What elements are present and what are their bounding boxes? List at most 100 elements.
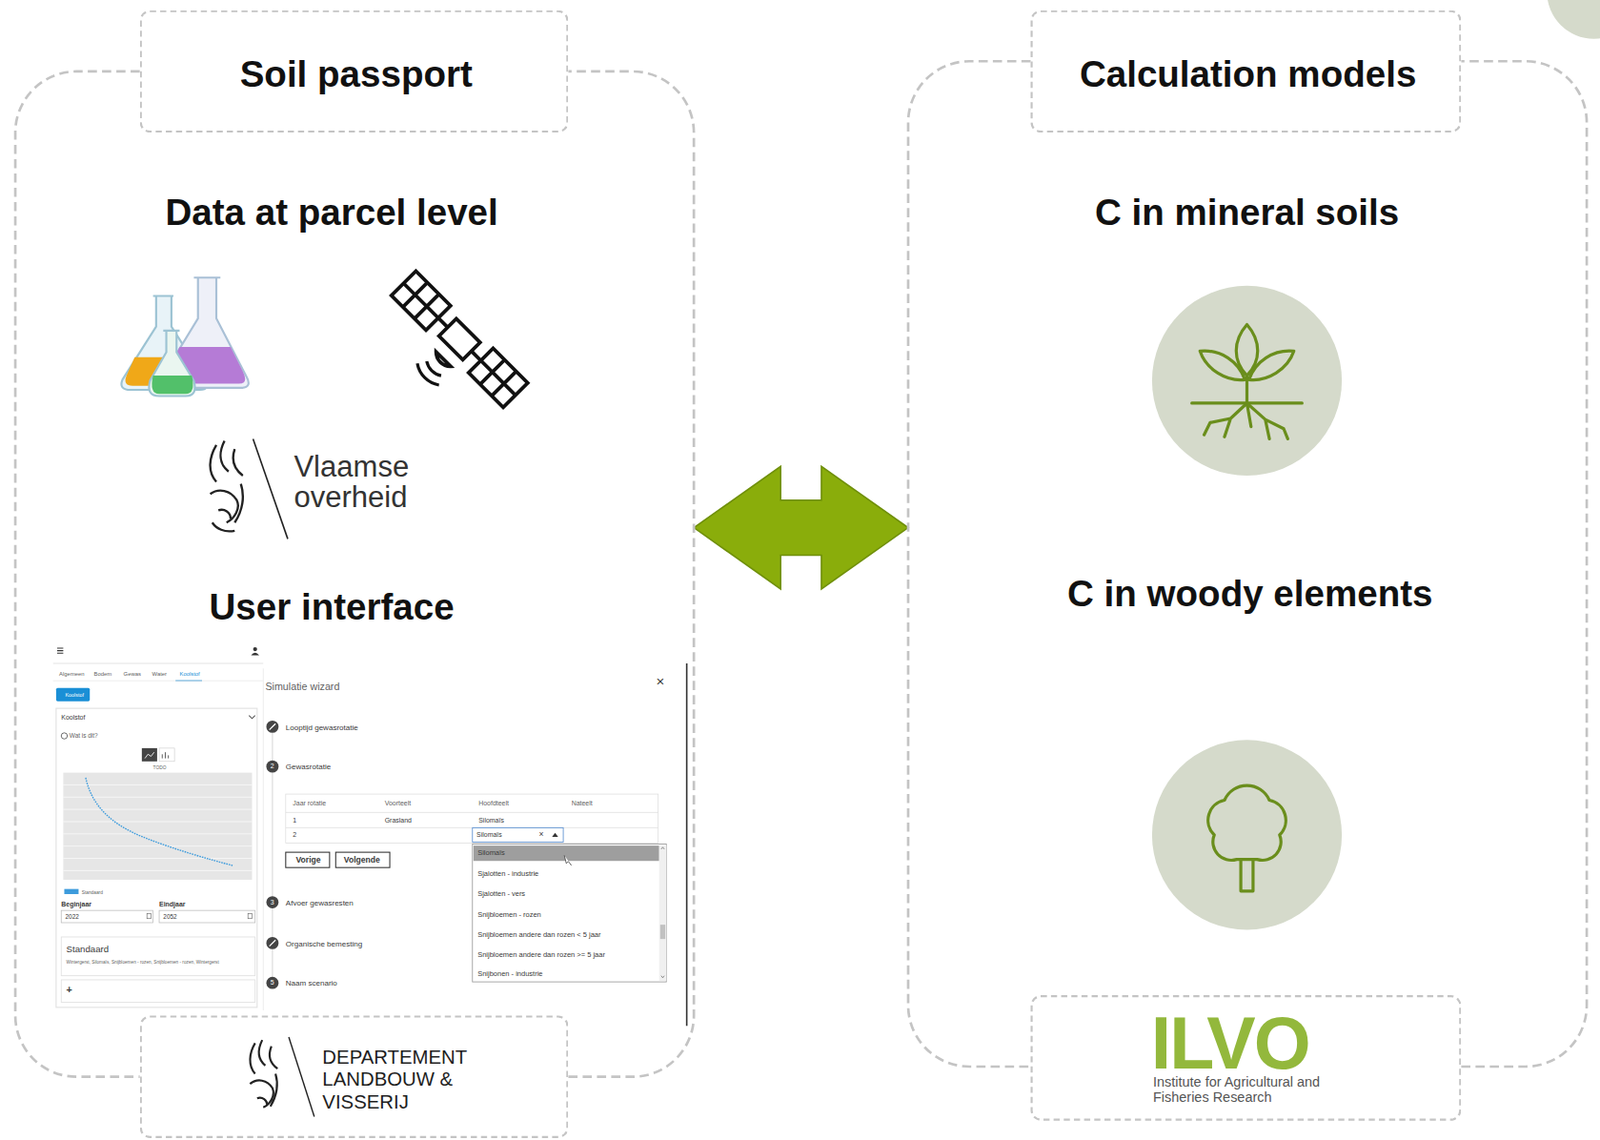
screenshot-text: Grasland: [384, 816, 412, 825]
soil-carbon-icon-part-part: [1199, 350, 1245, 380]
node-text: Institute for Agricultural and Fisheries…: [1153, 1075, 1322, 1107]
screenshot-text: Looptijd gewasrotatie: [285, 722, 359, 732]
node-heading: Data at parcel level: [164, 189, 498, 234]
screenshot-text: Hoofdteelt: [478, 798, 509, 807]
user-interface-screenshot-part: [162, 751, 168, 758]
screenshot-text: 2: [292, 830, 297, 839]
user-interface-screenshot-part: [472, 844, 667, 983]
screenshot-text: ×: [538, 830, 544, 840]
screenshot-text: Bodem: [94, 669, 113, 677]
user-interface-screenshot-part: [285, 851, 330, 868]
title-box: Soil passport: [140, 10, 569, 133]
screenshot-text: Algemeen: [59, 669, 85, 677]
screenshot-text: Snijbloemen - rozen: [477, 910, 542, 919]
user-interface-screenshot-part: [265, 976, 279, 990]
screenshot-text: Gewasrotatie: [285, 761, 331, 771]
user-interface-screenshot-part: [159, 910, 256, 923]
node-text: C in woody elements: [1067, 570, 1433, 615]
user-interface-screenshot-part: [62, 784, 252, 871]
user-interface-screenshot-part: [53, 680, 264, 682]
user-interface-screenshot-part: [472, 827, 564, 842]
flemish-lion-logo-part: [210, 441, 244, 532]
title-box: Calculation models: [1030, 10, 1461, 133]
woody-carbon-icon-part-part: [1208, 785, 1287, 860]
woody-carbon-icon-part-part: [1240, 859, 1254, 892]
user-interface-screenshot-part: [659, 845, 667, 981]
screenshot-text: Gewas: [123, 669, 142, 677]
screenshot-text: Voorteelt: [384, 798, 411, 807]
user-interface-screenshot-part: [51, 640, 689, 1011]
soil-carbon-icon-part-part: [1204, 403, 1289, 439]
user-interface-screenshot-part: [141, 748, 158, 762]
soil-carbon-icon-part: [1192, 324, 1303, 440]
user-interface-screenshot-part: [265, 760, 279, 773]
screenshot-text: Organische bemesting: [285, 938, 363, 949]
screenshot-text: Wintergerst, Silomaïs, Snijbloemen - roz…: [66, 958, 220, 965]
user-interface-screenshot-part: [285, 793, 659, 843]
user-interface-screenshot-part: [85, 777, 233, 866]
screenshot-text: Koolstof: [65, 691, 84, 698]
user-interface-screenshot-part: [335, 851, 390, 868]
panel-outline-part: [15, 71, 694, 1077]
screenshot-text: Beginjaar: [60, 899, 92, 908]
corner-circle: [1546, 0, 1600, 40]
node-text: User interface: [209, 584, 455, 628]
user-interface-screenshot-part: [159, 748, 175, 762]
satellite-icon-part: [468, 347, 528, 407]
screenshot-text: Koolstof: [60, 712, 85, 721]
lab-flasks-part: [151, 375, 193, 394]
node-heading: Calculation models: [1079, 51, 1417, 96]
soil-passport-panel: Data at parcel levelUser interface: [15, 71, 694, 1077]
satellite-icon-part: [438, 318, 482, 362]
user-interface-screenshot-part: [63, 889, 79, 894]
screenshot-text: Snijbloemen andere dan rozen >= 5 jaar: [477, 951, 606, 960]
user-interface-screenshot-part: [265, 895, 279, 909]
screenshot-text: Nateelt: [571, 798, 593, 807]
woody-carbon-icon-part: [1152, 739, 1342, 930]
node-heading: ILVO: [1151, 1006, 1310, 1080]
user-interface-screenshot-part: [285, 811, 659, 828]
user-interface-screenshot-part: [265, 720, 279, 733]
screenshot-text: +: [66, 983, 73, 996]
node-heading: DEPARTEMENT LANDBOUW & VISSERIJ: [322, 1046, 476, 1114]
user-interface-screenshot-part: [247, 912, 252, 918]
soil-carbon-icon-part: [1152, 285, 1342, 476]
soil-carbon-icon-part-part: [1192, 375, 1303, 404]
user-interface-screenshot-part: [253, 647, 258, 651]
screenshot-text: TODO: [153, 765, 167, 771]
screenshot-text: Water: [152, 669, 167, 677]
user-interface-screenshot-part: [144, 751, 169, 758]
user-interface-screenshot-part: [263, 668, 264, 1011]
user-interface-screenshot-part: [56, 688, 90, 702]
calculation-panel: C in mineral soilsC in woody elements: [908, 60, 1587, 1067]
screenshot-text: 1: [292, 816, 297, 825]
screenshot-text: Simulatie wizard: [264, 680, 340, 693]
screenshot-text: Silomaïs: [477, 849, 506, 858]
user-interface-screenshot-part: [265, 936, 279, 950]
flemish-lion-logo-part: [253, 438, 288, 539]
screenshot-text: Snijbonen - industrie: [477, 969, 543, 978]
screenshot-text: Standaard: [81, 889, 103, 895]
screenshot-text: Wat is dit?: [69, 731, 99, 740]
user-interface-screenshot-part: [269, 723, 276, 730]
screenshot-text: Silomaïs: [478, 816, 505, 825]
department-lion-logo-part: [288, 1036, 315, 1117]
lab-flasks-part: [148, 330, 195, 397]
user-interface-screenshot-part: [661, 847, 665, 978]
screenshot-text: Naam scenario: [285, 977, 338, 988]
satellite-icon-part: [432, 351, 450, 369]
screenshot-text: Volgende: [344, 854, 381, 865]
user-interface-screenshot-part: [551, 832, 558, 837]
screenshot-text: ×: [656, 671, 666, 689]
user-interface-screenshot-part: [57, 648, 63, 653]
screenshot-text: Snijbloemen andere dan rozen < 5 jaar: [477, 931, 601, 940]
satellite-icon-part: [413, 357, 445, 388]
user-interface-screenshot-part: [146, 912, 151, 918]
node-heading: Soil passport: [240, 51, 473, 96]
user-interface-screenshot-part: [686, 663, 689, 1026]
screenshot-text: 5: [270, 978, 275, 987]
logo-text: Vlaamse overheid: [293, 450, 447, 513]
corner-circle-part: [1546, 0, 1600, 40]
